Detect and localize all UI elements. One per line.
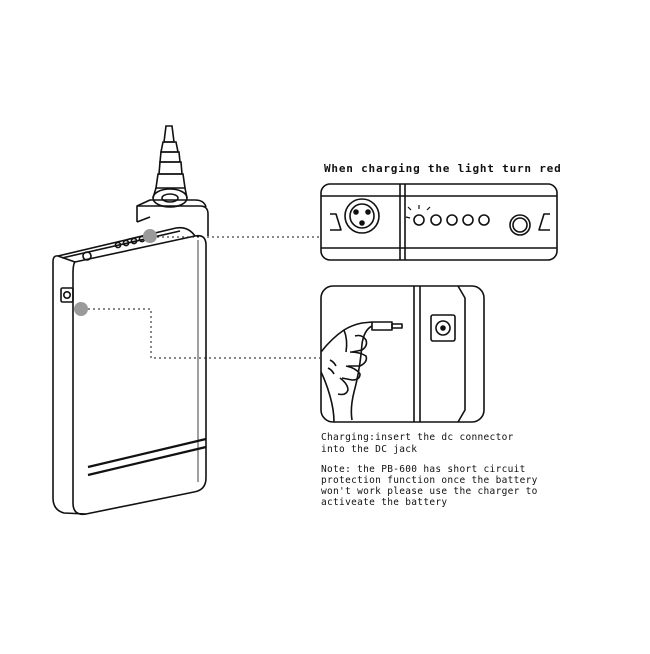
charging-light-caption: When charging the light turn red: [324, 162, 562, 175]
leader-lines: [88, 236, 320, 359]
top-callout-box: [320, 183, 558, 261]
led-highlight-dot: [143, 229, 157, 243]
led-indicator-icon: [405, 205, 490, 226]
dc-jack-icon: [430, 314, 456, 342]
protection-note: Note: the PB-600 has short circuit prote…: [321, 464, 538, 508]
hand-with-plug-icon: [320, 321, 373, 423]
power-button-icon: [509, 214, 531, 236]
battery-pack-icon: [52, 199, 209, 516]
dc-jack-highlight-dot: [74, 302, 88, 316]
bottom-callout-box: [320, 285, 485, 423]
xlr-socket-icon: [344, 198, 380, 234]
note-line: won't work please use the charger to: [321, 486, 538, 497]
charging-instruction: Charging:insert the dc connector into th…: [321, 432, 514, 456]
note-line: activeate the battery: [321, 497, 448, 508]
charging-instruction-line: Charging:insert the dc connector: [321, 432, 514, 443]
charging-instruction-line: into the DC jack: [321, 444, 418, 455]
dc-plug-icon: [350, 321, 403, 421]
xlr-plug-icon: [152, 125, 188, 208]
note-line: protection function once the battery: [321, 475, 538, 486]
note-line: Note: the PB-600 has short circuit: [321, 464, 526, 475]
